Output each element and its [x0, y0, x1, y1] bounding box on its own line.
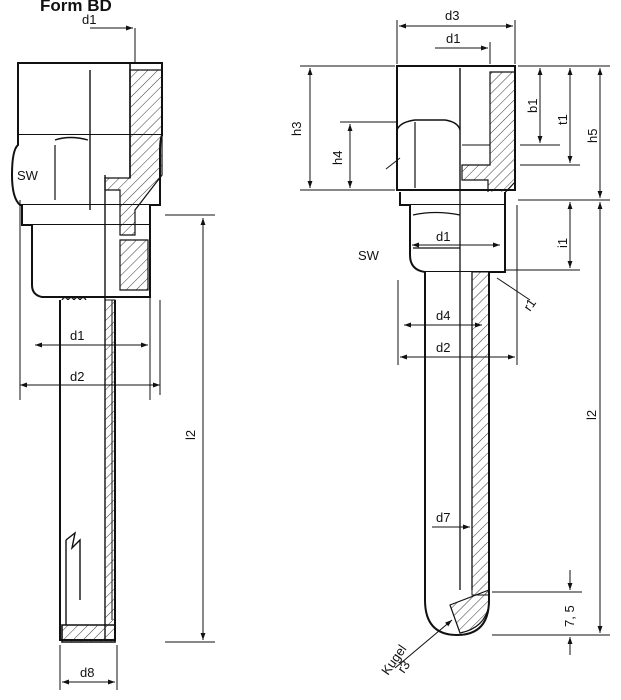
left-label-d1-top: d1	[82, 12, 96, 27]
left-label-d1: d1	[70, 328, 84, 343]
right-hatch-stem	[471, 271, 490, 596]
drawing-title: Form BD	[40, 0, 112, 15]
right-label-d2: d2	[436, 340, 450, 355]
right-label-h5: h5	[585, 129, 600, 143]
left-bottom-plug	[61, 624, 116, 643]
right-label-t1: t1	[555, 114, 570, 125]
right-label-7-5: 7, 5	[562, 605, 577, 627]
right-label-d7: d7	[436, 510, 450, 525]
right-label-i1: i1	[555, 238, 570, 248]
right-view	[396, 65, 516, 637]
left-label-l2: l2	[183, 430, 198, 440]
right-label-l2: l2	[584, 410, 599, 420]
right-label-b1: b1	[525, 99, 540, 113]
right-label-r1: r1	[520, 296, 539, 314]
left-label-d8: d8	[80, 665, 94, 680]
right-label-sw: SW	[358, 248, 380, 263]
left-hatch-thread	[119, 239, 149, 291]
right-label-h3: h3	[289, 122, 304, 136]
right-hex-head	[396, 65, 516, 191]
right-label-d1: d1	[436, 229, 450, 244]
right-tip-hatch	[449, 589, 490, 634]
right-label-d3: d3	[445, 8, 459, 23]
right-dimensions	[300, 20, 610, 669]
left-break	[65, 531, 81, 600]
right-label-d1-top: d1	[446, 31, 460, 46]
left-hatch-stem	[104, 299, 116, 626]
left-label-d2: d2	[70, 369, 84, 384]
left-view	[10, 62, 163, 643]
left-dimensions	[19, 25, 215, 690]
left-label-sw: SW	[17, 168, 39, 183]
right-label-d4: d4	[436, 308, 450, 323]
right-thread	[409, 205, 506, 273]
right-neck	[399, 192, 506, 206]
right-label-h4: h4	[330, 151, 345, 165]
